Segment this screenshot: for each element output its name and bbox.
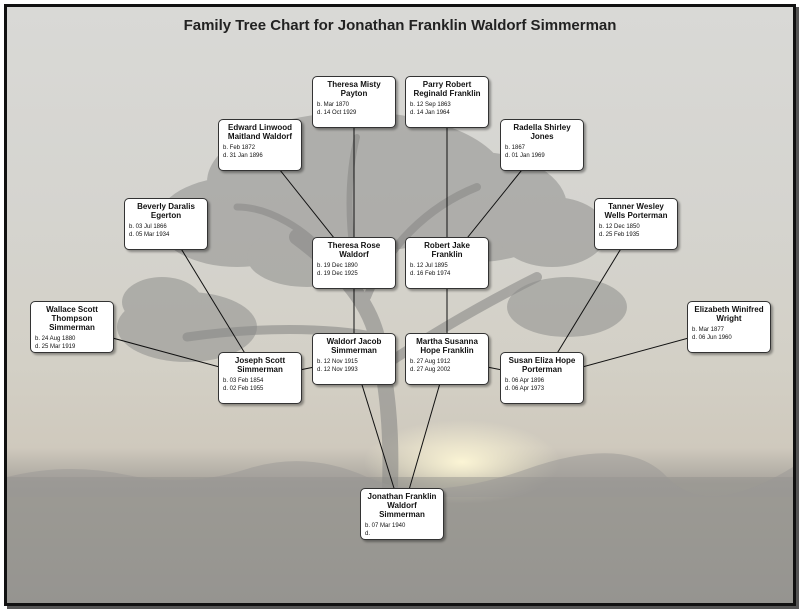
- person-death: d. 25 Feb 1935: [599, 232, 640, 238]
- person-name: Susan Eliza Hope Porterman: [508, 356, 576, 374]
- person-card-elizabeth[interactable]: Elizabeth Winifred Wright b. Mar 1877 d. …: [687, 301, 771, 353]
- person-card-theresa-misty[interactable]: Theresa Misty Payton b. Mar 1870 d. 14 Oc…: [312, 76, 396, 128]
- person-birth: b. 12 Sep 1863: [410, 102, 451, 108]
- person-name: Theresa Misty Payton: [327, 80, 381, 98]
- person-birth: b. Mar 1877: [692, 327, 725, 333]
- person-name: Wallace Scott Thompson Simmerman: [46, 305, 98, 332]
- person-card-martha[interactable]: Martha Susanna Hope Franklin b. 27 Aug 1…: [405, 333, 489, 385]
- person-card-radella[interactable]: Radella Shirley Jones b. 1867 d. 01 Jan 1…: [500, 119, 584, 171]
- person-card-robert[interactable]: Robert Jake Franklin b. 12 Jul 1895 d. 16…: [405, 237, 489, 289]
- person-name: Joseph Scott Simmerman: [234, 356, 286, 374]
- person-birth: b. 07 Mar 1940: [365, 523, 406, 529]
- person-birth: b. 12 Nov 1915: [317, 359, 358, 365]
- person-death: d. 12 Nov 1993: [317, 367, 358, 373]
- person-card-tanner[interactable]: Tanner Wesley Wells Porterman b. 12 Dec …: [594, 198, 678, 250]
- person-name: Theresa Rose Waldorf: [327, 241, 381, 259]
- person-name: Tanner Wesley Wells Porterman: [604, 202, 668, 220]
- person-death: d. 16 Feb 1974: [410, 271, 451, 277]
- person-death: d. 01 Jan 1969: [505, 153, 545, 159]
- person-death: d. 14 Jan 1964: [410, 110, 450, 116]
- person-name: Edward Linwood Maitland Waldorf: [227, 123, 293, 141]
- person-birth: b. 19 Dec 1890: [317, 263, 358, 269]
- person-birth: b. 12 Dec 1850: [599, 224, 640, 230]
- person-death: d. 19 Dec 1925: [317, 271, 358, 277]
- person-death: d. 05 Mar 1934: [129, 232, 170, 238]
- person-birth: b. 03 Feb 1854: [223, 378, 264, 384]
- person-birth: b. 12 Jul 1895: [410, 263, 448, 269]
- person-birth: b. 06 Apr 1896: [505, 378, 545, 384]
- person-birth: b. 24 Aug 1880: [35, 336, 76, 342]
- person-card-parry[interactable]: Parry Robert Reginald Franklin b. 12 Sep…: [405, 76, 489, 128]
- person-name: Elizabeth Winifred Wright: [694, 305, 764, 323]
- person-card-joseph[interactable]: Joseph Scott Simmerman b. 03 Feb 1854 d. …: [218, 352, 302, 404]
- person-name: Robert Jake Franklin: [424, 241, 470, 259]
- person-death: d.: [365, 531, 371, 537]
- person-card-wallace[interactable]: Wallace Scott Thompson Simmerman b. 24 A…: [30, 301, 114, 353]
- person-birth: b. Feb 1872: [223, 145, 256, 151]
- person-death: d. 02 Feb 1955: [223, 386, 264, 392]
- person-card-jonathan[interactable]: Jonathan Franklin Waldorf Simmerman b. 0…: [360, 488, 444, 540]
- person-card-susan[interactable]: Susan Eliza Hope Porterman b. 06 Apr 189…: [500, 352, 584, 404]
- person-name: Jonathan Franklin Waldorf Simmerman: [367, 492, 437, 519]
- person-name: Parry Robert Reginald Franklin: [413, 80, 481, 98]
- person-birth: b. 1867: [505, 145, 526, 151]
- person-birth: b. Mar 1870: [317, 102, 350, 108]
- person-card-theresa-rose[interactable]: Theresa Rose Waldorf b. 19 Dec 1890 d. 19…: [312, 237, 396, 289]
- person-death: d. 06 Apr 1973: [505, 386, 545, 392]
- person-name: Waldorf Jacob Simmerman: [326, 337, 382, 355]
- person-death: d. 31 Jan 1896: [223, 153, 263, 159]
- chart-frame: Family Tree Chart for Jonathan Franklin …: [4, 4, 796, 606]
- person-name: Beverly Daralis Egerton: [137, 202, 195, 220]
- person-death: d. 27 Aug 2002: [410, 367, 451, 373]
- chart-title: Family Tree Chart for Jonathan Franklin …: [183, 17, 617, 34]
- person-name: Radella Shirley Jones: [513, 123, 571, 141]
- person-name: Martha Susanna Hope Franklin: [416, 337, 478, 355]
- person-death: d. 25 Mar 1919: [35, 344, 76, 350]
- person-card-edward[interactable]: Edward Linwood Maitland Waldorf b. Feb 1…: [218, 119, 302, 171]
- person-card-waldorf[interactable]: Waldorf Jacob Simmerman b. 12 Nov 1915 d.…: [312, 333, 396, 385]
- person-birth: b. 03 Jul 1866: [129, 224, 167, 230]
- person-death: d. 14 Oct 1929: [317, 110, 357, 116]
- person-birth: b. 27 Aug 1912: [410, 359, 451, 365]
- person-card-beverly[interactable]: Beverly Daralis Egerton b. 03 Jul 1866 d.…: [124, 198, 208, 250]
- person-death: d. 06 Jun 1960: [692, 335, 732, 341]
